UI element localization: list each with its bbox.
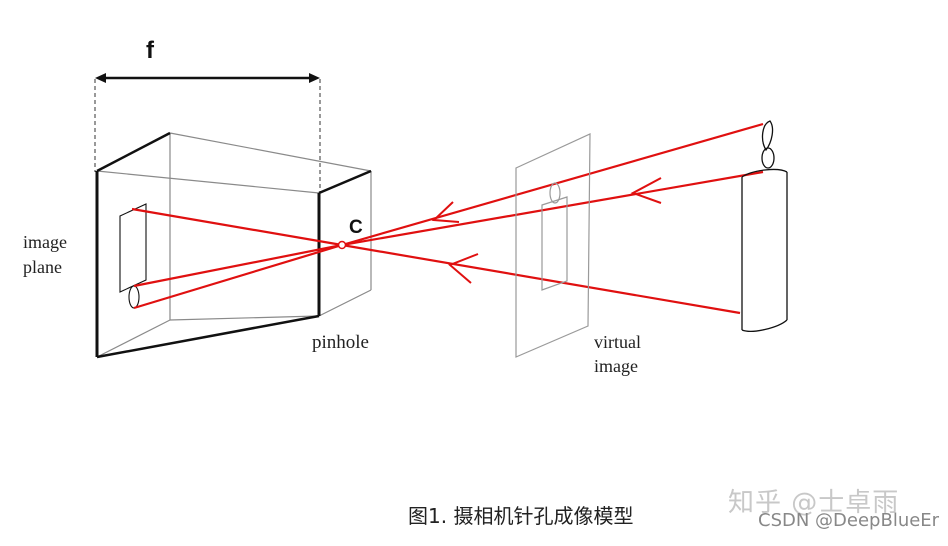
zhihu-watermark: 知乎 @士卓雨 [728, 488, 900, 518]
figure-caption: 图1. 摄相机针孔成像模型 [408, 504, 634, 528]
csdn-watermark: CSDN @DeepBlueEr [758, 510, 940, 531]
center-label: C [349, 217, 363, 238]
image-plane-label-line1: image [23, 232, 67, 252]
virtual-image-label-line1: virtual [594, 332, 641, 352]
camera-box [95, 131, 372, 359]
focal-length-dimension [94, 73, 321, 193]
virtual-image-label-line2: image [594, 356, 638, 376]
pinhole-point [337, 240, 347, 250]
focal-length-label: f [146, 37, 155, 64]
pinhole-label: pinhole [312, 332, 369, 353]
image-plane-label-line2: plane [23, 257, 62, 277]
light-rays [131, 122, 764, 315]
inverted-candle-image [119, 203, 147, 309]
virtual-image-plane [515, 133, 591, 358]
candle-object [741, 120, 788, 332]
ray-arrowheads [431, 177, 662, 284]
